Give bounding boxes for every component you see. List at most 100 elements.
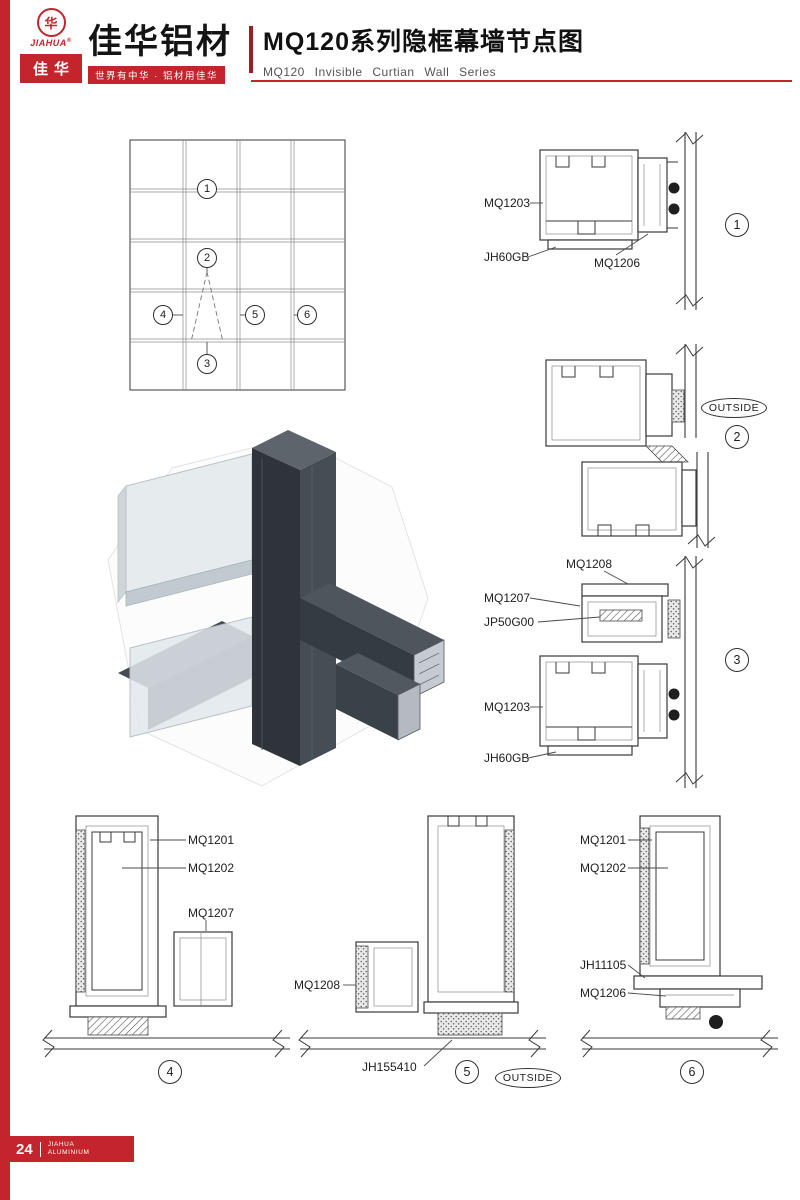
page-subtitle: MQ120 Invisible Curtian Wall Series [263,65,497,79]
isometric-render [107,430,445,787]
vent-opening-dashes [190,271,224,343]
glass-panel [580,1029,778,1058]
label-mq1208: MQ1208 [294,978,341,992]
profile-mq1202 [655,831,705,961]
break-symbol [687,534,716,547]
label-jh155410: JH155410 [362,1060,417,1074]
glass-panel-lower [687,452,716,548]
break-symbol [675,772,704,785]
gasket-jp50g00 [599,609,643,622]
section-detail-6 [580,815,778,1058]
page-title: MQ120系列隐框幕墙节点图 [263,28,584,56]
elev-callout-5: 5 [245,305,265,325]
logo-mark-icon: 华 [36,8,66,37]
brand-name: 佳华铝材 [88,23,232,61]
profile-mq1201 [75,815,159,1007]
label-mq1203: MQ1203 [484,196,531,210]
section-detail-3 [527,556,704,788]
profile-mq1203 [539,149,639,241]
elevation-callout-leaders [173,268,297,354]
profile-mullion [427,815,515,1003]
footer-brand: JIAHUA ALUMINIUM [48,1141,90,1157]
header-divider [249,26,253,73]
subframe-3d [336,653,421,741]
company-logo: 华 JIAHUA® 佳华 [20,8,82,83]
elev-callout-1: 1 [197,179,217,199]
detail3-leaders [527,570,629,759]
logo-mark-glyph: 华 [44,16,58,31]
label-mq1203: MQ1203 [484,700,531,714]
profile-transom-upper [545,359,685,447]
break-symbol [42,1029,55,1058]
section-detail-5 [298,815,546,1067]
glass-panel [675,556,704,788]
detail5-leaders [343,984,453,1067]
glass-panel [42,1029,290,1058]
logo-cn-text: 佳华 [20,54,82,83]
glazing-tape [75,829,86,993]
label-mq1201: MQ1201 [188,833,235,847]
label-jp50g00: JP50G00 [484,615,535,629]
mullion-grid-lines [130,140,345,390]
elev-callout-6: 6 [297,305,317,325]
glazing-tape [639,827,650,965]
glass-pane-upper [117,453,253,604]
elev-callout-4: 4 [153,305,173,325]
profile-mq1207 [173,931,233,1007]
break-symbol [528,1029,541,1058]
label-mq1202: MQ1202 [188,861,235,875]
detail-callout-5: 5 [455,1060,479,1084]
detail4-leaders [122,839,207,931]
logo-en-text: JIAHUA® [30,38,72,48]
page-header: 华 JIAHUA® 佳华 佳华铝材 世界有中华 · 铝材用佳华 MQ120系列隐… [0,0,800,92]
detail-callout-4: 4 [158,1060,182,1084]
silicone-seal [709,1015,723,1029]
profile-mq1208 [355,941,419,1013]
label-mq1206: MQ1206 [594,256,641,270]
break-symbol [675,132,704,145]
label-mq1207: MQ1207 [484,591,531,605]
profile-mq1206-lower [637,663,668,739]
break-symbol [272,1029,285,1058]
silicone-seal [668,688,680,700]
detail-callout-1: 1 [725,213,749,237]
break-symbol [298,1029,311,1058]
silicone-seal [668,203,680,215]
profile-mq1206 [637,157,678,233]
profile-mq1208 [581,583,669,597]
silicone-seal [668,709,680,721]
section-detail-1 [527,132,704,310]
break-symbol [580,1029,593,1058]
joint-gasket [665,1006,701,1020]
profile-jh11105 [633,975,763,990]
detail6-leaders [627,839,668,997]
label-mq1207: MQ1207 [188,906,235,920]
glass-panel-upper [675,344,704,438]
break-symbol [675,344,704,357]
detail-callout-3: 3 [725,648,749,672]
break-symbol [675,556,704,569]
brand-slogan: 世界有中华 · 铝材用佳华 [88,66,225,84]
footer-brand-line2: ALUMINIUM [47,1149,90,1156]
profile-mq1201 [639,815,721,977]
elev-callout-2: 2 [197,248,217,268]
elevation-diagram [129,139,346,391]
elev-callout-3: 3 [197,354,217,374]
profile-transom-lower [581,461,697,537]
profile-jh60gb-lower [547,745,633,756]
profile-mq1203-lower [539,655,639,747]
detail-callout-2: 2 [725,425,749,449]
glass-panel [298,1029,546,1058]
title-block: MQ120系列隐框幕墙节点图 MQ120 Invisible Curtian W… [263,22,584,79]
label-mq1202: MQ1202 [580,861,627,875]
bottom-clamp [69,1005,167,1036]
glazing-tape [504,829,515,993]
page-footer: 24 JIAHUA ALUMINIUM [0,1136,134,1162]
bottom-clamp [423,1001,519,1036]
header-underline [251,80,792,82]
footer-brand-line1: JIAHUA [47,1140,75,1148]
section-detail-2 [545,344,716,548]
silicone-seal [668,182,680,194]
